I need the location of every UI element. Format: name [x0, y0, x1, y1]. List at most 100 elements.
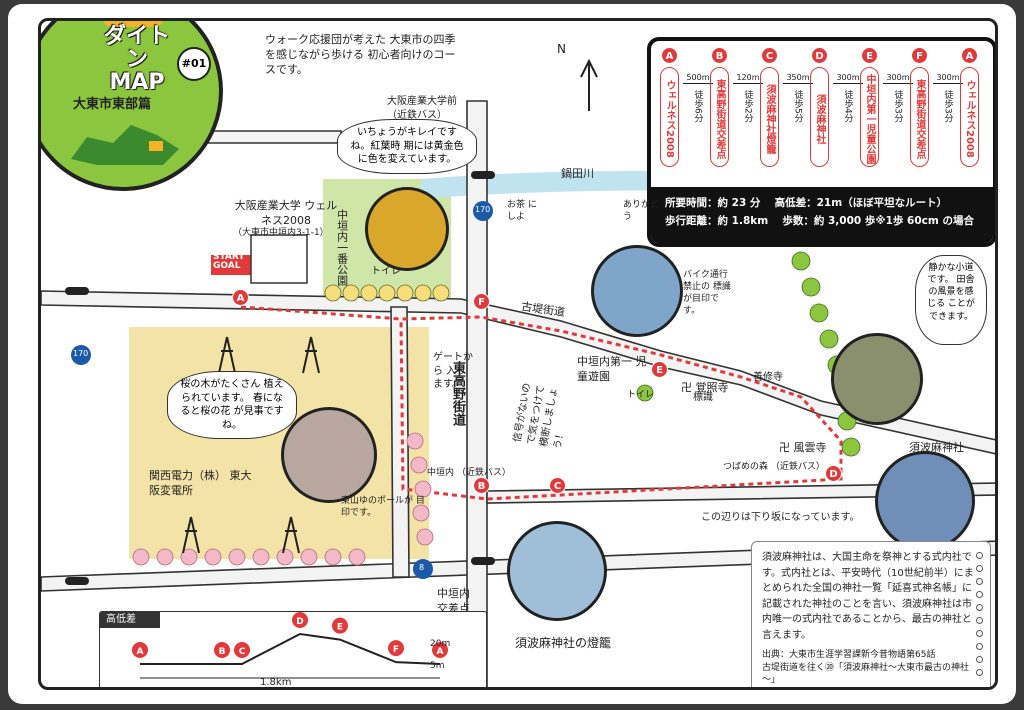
label-lantern: 須波麻神社の燈籠: [515, 636, 612, 650]
legend-point-name: 須波麻神社燈籠: [760, 67, 779, 167]
walking-map: 大東てくてく ダイトン MAP #01 大東市東部篇 ウォーク応援団が考えた 大…: [38, 18, 998, 690]
road-higashi: [486, 482, 995, 504]
label-river: 鍋田川: [561, 167, 594, 180]
legend-point-name: ウェルネス2008: [660, 67, 679, 167]
elevation-point-label: A: [437, 647, 444, 657]
legend-point-7: A ウェルネス2008: [957, 47, 983, 192]
wellness-building: [250, 234, 308, 284]
route-shields: [71, 201, 493, 579]
legend-segment-1: 500m 徒歩6分: [681, 73, 715, 123]
legend-point-letter: A: [961, 47, 978, 64]
legend-point-letter: E: [861, 47, 878, 64]
elevation-line: [140, 632, 441, 665]
segment-distance: 300m: [886, 73, 910, 82]
logo-title-line2: MAP: [109, 70, 165, 96]
route-170-west: 170: [73, 349, 89, 358]
label-university-stop-sub: （近鉄バス）: [387, 109, 447, 121]
legend-stats: 所要時間：約 23 分 高低差：21m（ほぼ平坦なルート） 歩行距離：約 1.8…: [651, 187, 993, 243]
segment-walk-time: 徒歩6分: [692, 90, 703, 123]
elevation-point-label: C: [239, 647, 246, 657]
binder-rings: [976, 552, 984, 682]
label-toilet: トイレ: [371, 266, 401, 277]
legend-point-letter: F: [911, 47, 928, 64]
photo-lantern: [507, 521, 607, 621]
road-kotsutsumi: [41, 290, 995, 455]
label-start: START: [213, 252, 245, 262]
elevation-point-label: D: [296, 617, 303, 627]
substation-area: [129, 327, 429, 559]
note-bike: バイク通行禁止の 標識が目印です。: [683, 270, 731, 317]
photo-ginkgo: [365, 187, 449, 271]
segment-walk-time: 徒歩3分: [892, 90, 903, 123]
bubble-quiet: 静かな小道です。 田舎の風景を感じる ことができます。: [915, 255, 987, 345]
segment-walk-time: 徒歩5分: [792, 90, 803, 123]
legend-point-3: C 須波麻神社燈籠: [757, 47, 783, 192]
photo-sakura: [281, 407, 377, 503]
legend-point-letter: C: [761, 47, 778, 64]
map-point-a: A: [232, 289, 249, 306]
segment-distance: 350m: [786, 73, 810, 82]
map-subtitle: 大東市東部篇: [73, 97, 152, 112]
logo-badge: 大東てくてく: [103, 21, 163, 27]
elevation-title: 高低差: [100, 612, 160, 628]
shrine-info-box: 須波麻神社は、大国主命を祭神とする式内社です。式内社とは、平安時代（10世紀前半…: [751, 541, 991, 687]
legend-segment-5: 300m 徒歩3分: [881, 73, 915, 123]
segment-distance: 500m: [686, 73, 710, 82]
segment-walk-time: 徒歩2分: [742, 90, 753, 123]
elevation-distance: 1.8km: [260, 677, 292, 688]
note-careful: 信号がないので気をつけて 横断しましょう！: [511, 382, 567, 451]
legend-point-name: ウェルネス2008: [960, 67, 979, 167]
logo-title: ダイトン MAP: [97, 25, 177, 94]
label-university-address: （大東市中垣内3-1-1）: [233, 228, 329, 238]
walking-route: [240, 305, 843, 501]
legend-point-letter: D: [811, 47, 828, 64]
legend-point-name: 中垣内第一児童公園: [860, 67, 879, 167]
elevation-point: [132, 642, 148, 658]
label-university: 大阪産業大学 ウェルネス2008: [234, 199, 338, 227]
bubble-sakura: 桜の木がたくさん 植えられています。 春になると桜の花 が見事ですね。: [167, 371, 297, 439]
label-toilet-2: トイレ: [627, 390, 655, 400]
elevation-point-label: E: [337, 623, 343, 633]
segment-distance: 120m: [736, 73, 760, 82]
intro-text: ウォーク応援団が考えた 大東市の四季を感じながら歩ける 初心者向けのコースです。: [265, 33, 456, 76]
label-park-e: 中垣内第一 児童遊園: [577, 355, 647, 383]
bubble-ginkgo: いちょうがキレイですね。紅葉時 期には黄金色に色を変えています。: [337, 119, 477, 174]
info-source-1: 出典：大東市生涯学習課新今昔物語第65話: [762, 650, 936, 660]
note-pole: 東山ゆのポールが 目印です。: [341, 496, 425, 519]
label-park: 中垣内一番公園: [335, 209, 349, 286]
info-body: 須波麻神社は、大国主命を祭神とする式内社です。式内社とは、平安時代（10世紀前半…: [762, 552, 974, 641]
elevation-point: [388, 640, 404, 657]
elevation-point-label: A: [137, 647, 144, 657]
route-170-north: 170: [475, 205, 491, 214]
elevation-label-5m: 5m: [430, 661, 445, 671]
compass-label: N: [557, 42, 566, 56]
info-source: 出典：大東市生涯学習課新今昔物語第65話 古堤街道を往く⑳「須波麻神社～大東市最…: [762, 649, 980, 687]
stats-line-2: 歩行距離：約 1.8km 歩数：約 3,000 歩※1歩 60cm の場合: [665, 214, 974, 227]
legend-point-5: E 中垣内第一児童公園: [857, 47, 883, 192]
traffic-lights: [65, 171, 495, 585]
speech-1: お茶 にしよ: [507, 200, 537, 223]
elevation-point: [432, 642, 448, 658]
route-8: 8: [419, 563, 425, 572]
map-point-f: F: [473, 293, 490, 310]
road-lane: [390, 306, 410, 578]
map-point-d: D: [825, 465, 842, 482]
north-arrow: [580, 58, 598, 111]
photo-park: [591, 245, 683, 337]
logo-circle: 大東てくてく ダイトン MAP #01 大東市東部篇: [41, 21, 223, 191]
label-sign: 標識: [693, 392, 713, 403]
elevation-point-label: F: [393, 645, 399, 655]
logo-title-line1: ダイトン: [103, 24, 170, 73]
label-bus-stop-2: つばめの森 （近鉄バス）: [723, 462, 825, 472]
cherry-trees: [132, 432, 434, 566]
segment-walk-time: 徒歩3分: [942, 90, 953, 123]
legend-point-name: 東高野街道交差点: [710, 67, 729, 167]
speech-2: ありがとう: [623, 200, 660, 223]
photo-shrine: [875, 451, 975, 551]
legend-point-letter: A: [661, 47, 678, 64]
